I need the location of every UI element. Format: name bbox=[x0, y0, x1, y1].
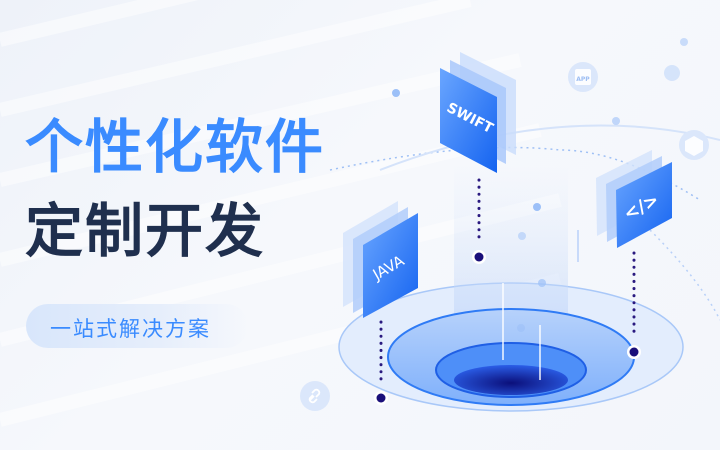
connector-code bbox=[627, 251, 641, 359]
platform-hole bbox=[454, 365, 568, 395]
cube-icon bbox=[679, 130, 709, 160]
orbit-line bbox=[379, 124, 720, 171]
orbit-dashed-right bbox=[649, 229, 720, 321]
java-card: JAVA bbox=[343, 201, 418, 318]
headline-line1: 个性化软件 bbox=[25, 113, 326, 181]
subtitle-pill: 一站式解决方案 bbox=[26, 304, 248, 348]
subtitle-text: 一站式解决方案 bbox=[50, 317, 211, 341]
app-badge-text: APP bbox=[576, 76, 590, 83]
link-icon bbox=[300, 381, 330, 411]
connector-java bbox=[374, 320, 388, 405]
connector-swift bbox=[472, 178, 486, 264]
swift-card: SWIFT bbox=[440, 52, 516, 173]
app-icon: APP bbox=[568, 62, 598, 92]
floating-dots bbox=[392, 38, 688, 332]
headline-line2: 定制开发 bbox=[25, 197, 266, 265]
code-card: </> bbox=[596, 150, 672, 248]
